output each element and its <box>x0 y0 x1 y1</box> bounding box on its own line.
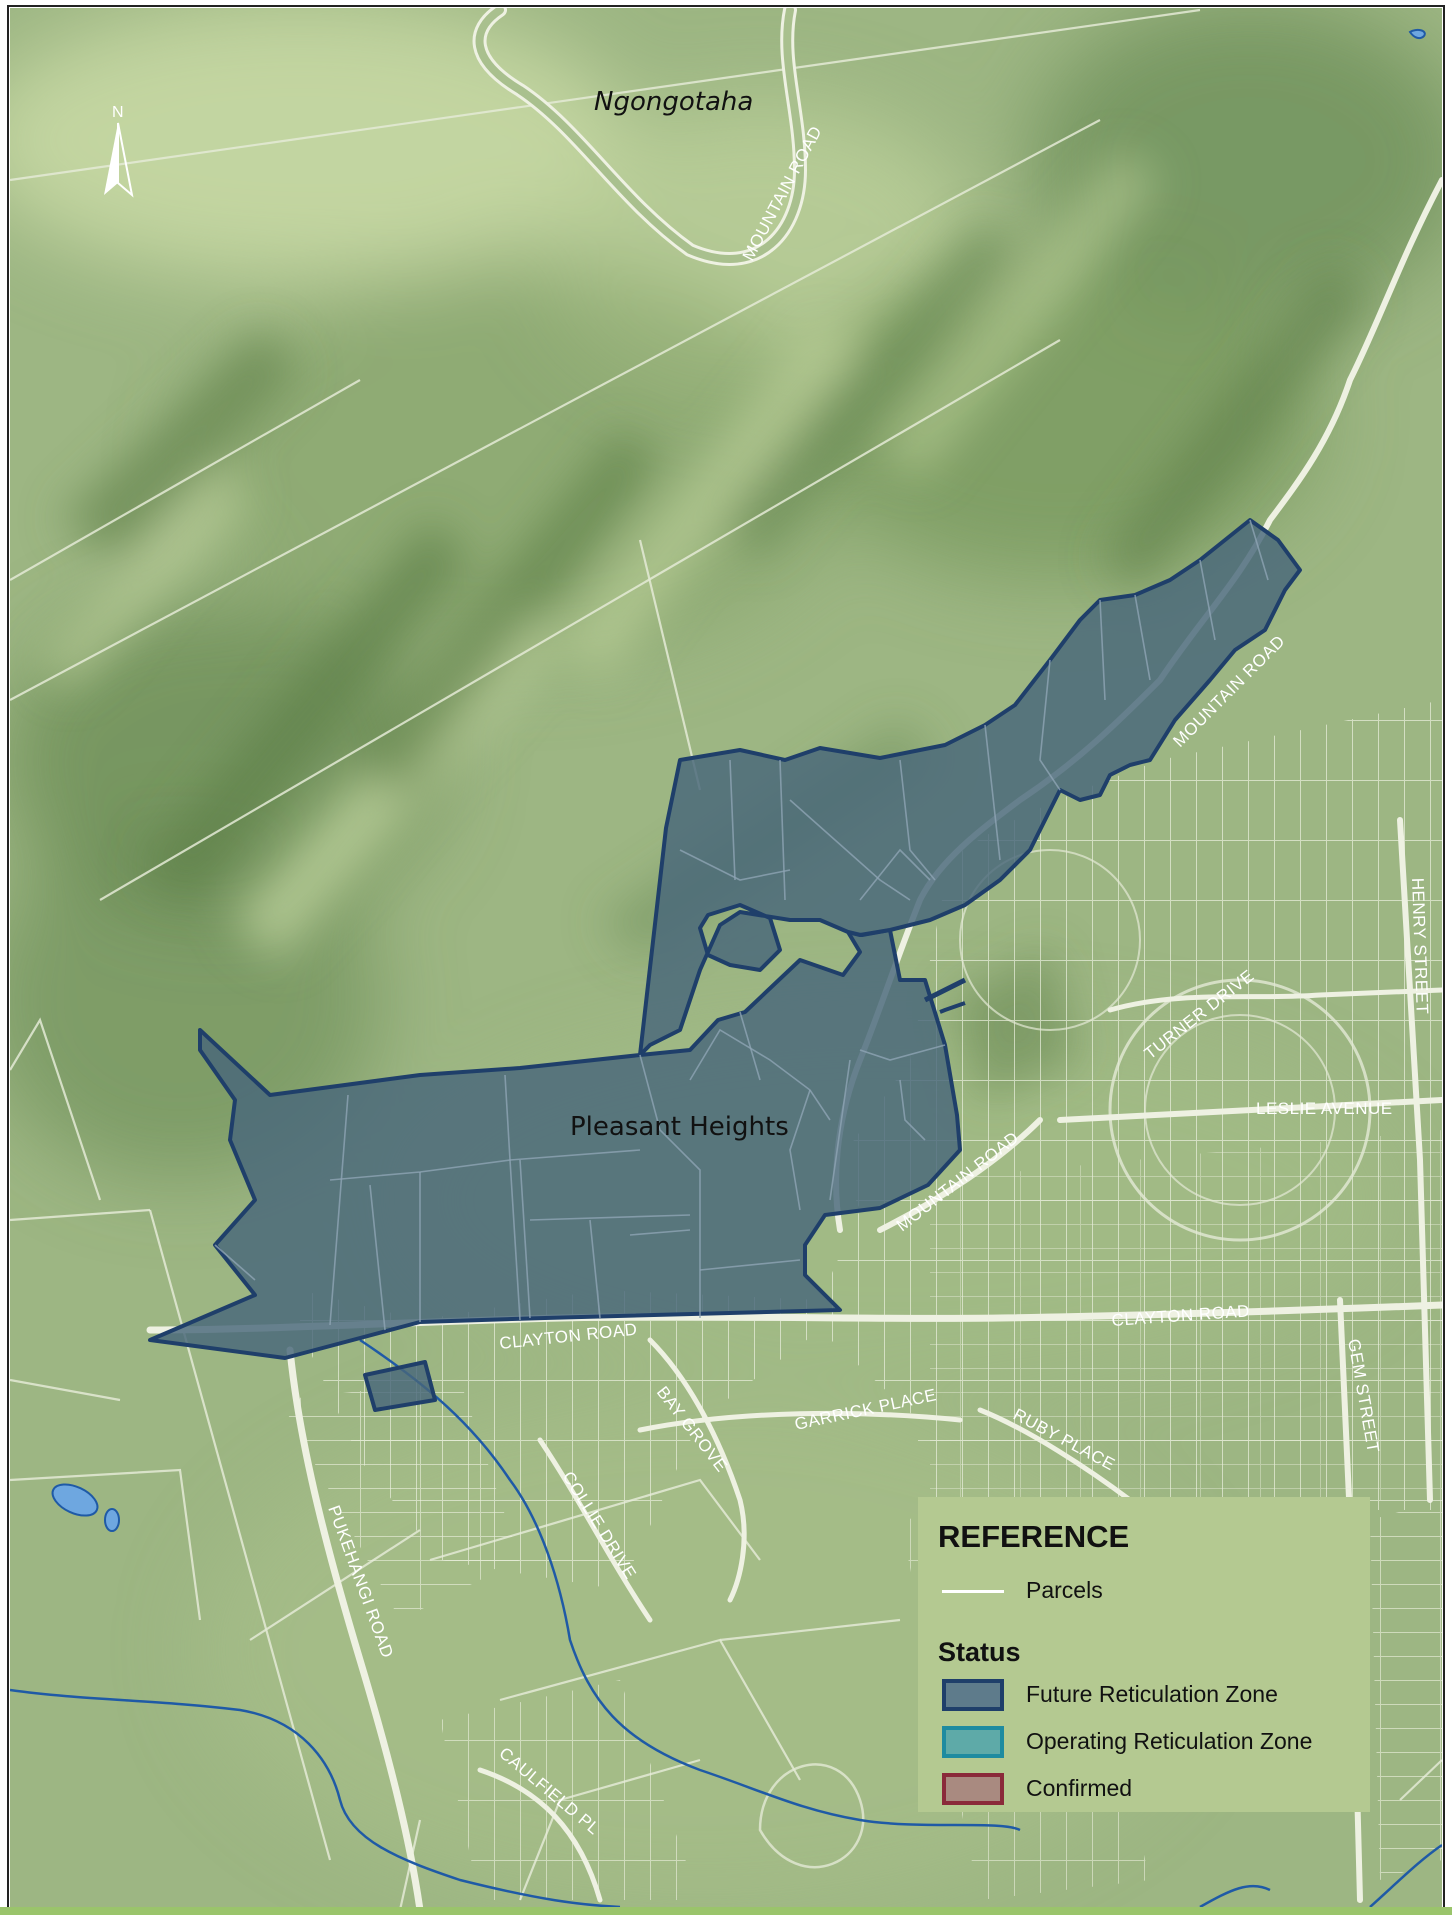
swatch-future-reticulation-zone <box>942 1679 1004 1711</box>
waterways <box>10 28 1442 1907</box>
swatch-confirmed <box>942 1773 1004 1805</box>
north-label: N <box>112 104 124 121</box>
legend-parcels-label: Parcels <box>1026 1577 1103 1603</box>
future-reticulation-zone[interactable] <box>148 518 1302 1412</box>
place-label-ngongotaha: Ngongotaha <box>594 87 753 117</box>
legend-item-operating-reticulation-zone: Operating Reticulation Zone <box>1026 1728 1313 1754</box>
road-label-henry-street: HENRY STREET <box>1408 877 1432 1014</box>
legend-status-title: Status <box>938 1637 1021 1667</box>
road-label-leslie-avenue: LESLIE AVENUE <box>1256 1099 1393 1118</box>
legend-item-confirmed: Confirmed <box>1026 1775 1133 1801</box>
parcels-line-symbol <box>942 1590 1004 1593</box>
swatch-operating-reticulation-zone <box>942 1726 1004 1758</box>
north-arrow-icon: N <box>104 104 134 198</box>
zone-parcel-lines <box>214 519 1269 1331</box>
map-legend: REFERENCE Parcels Status Future Reticula… <box>918 1497 1370 1812</box>
legend-title: REFERENCE <box>938 1519 1130 1554</box>
legend-item-future-reticulation-zone: Future Reticulation Zone <box>1026 1681 1278 1707</box>
place-label-pleasant-heights: Pleasant Heights <box>570 1112 789 1142</box>
footer-bar <box>0 1907 1452 1915</box>
